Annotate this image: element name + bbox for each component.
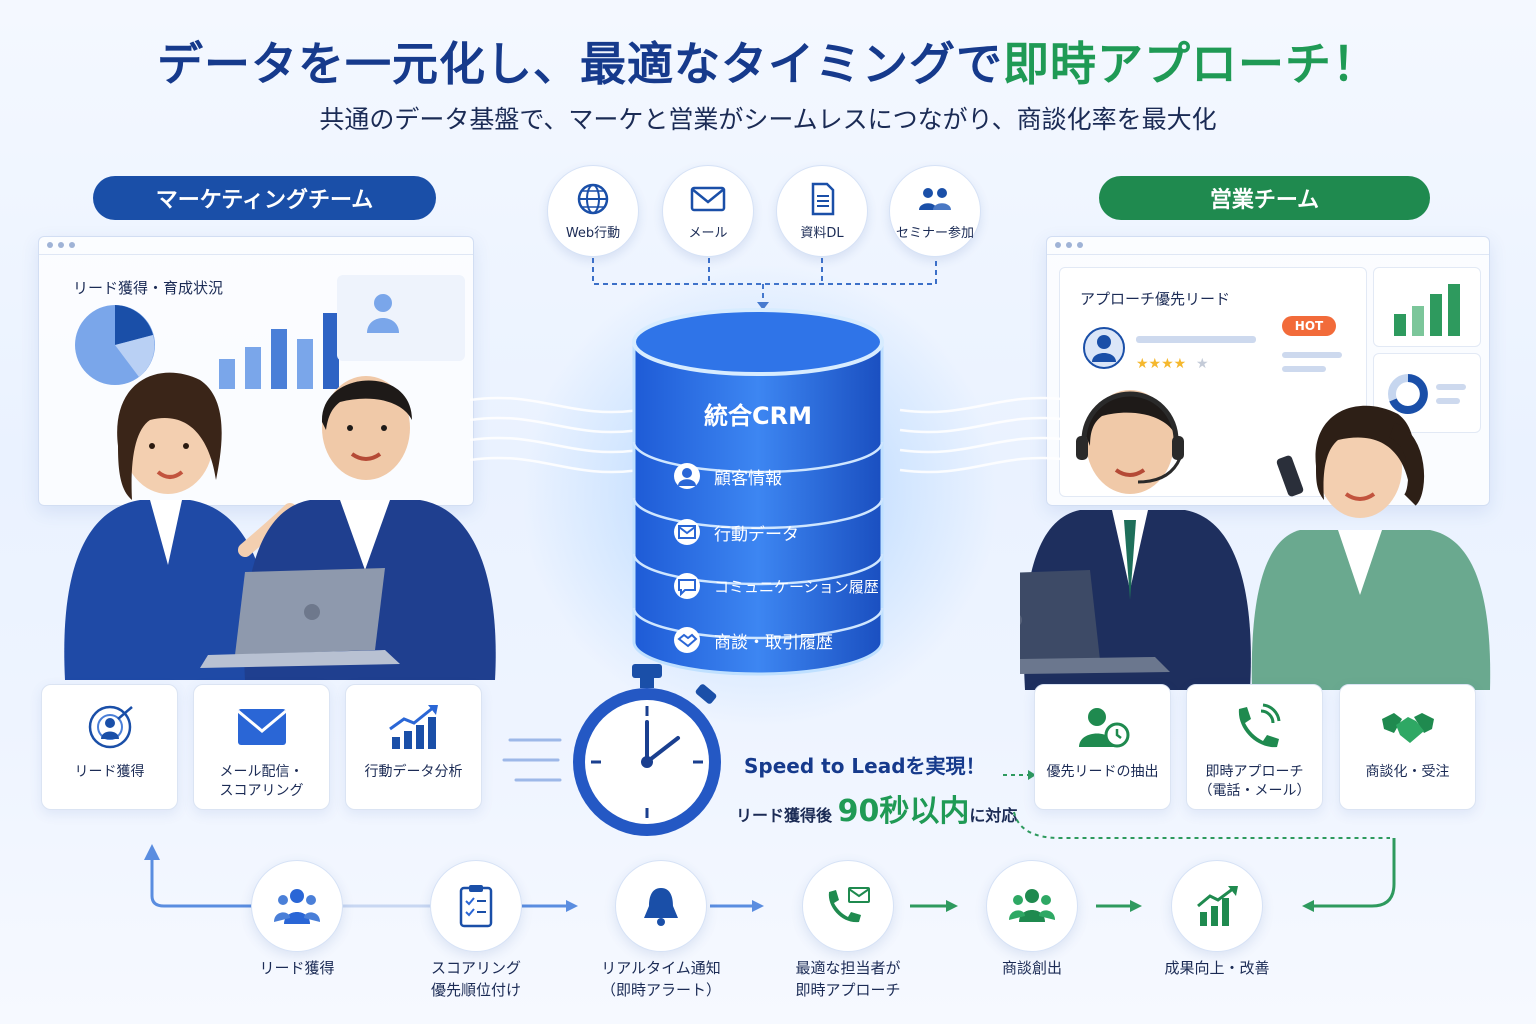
speed-prefix: リード獲得後	[736, 806, 833, 825]
speed-to-lead-detail: リード獲得後 90秒以内に対応	[736, 786, 1017, 830]
handshake-icon	[1381, 713, 1434, 743]
flow-step-notify	[615, 860, 707, 952]
headline-highlight: 即時アプローチ！	[1003, 37, 1379, 91]
source-seminar: セミナー参加	[889, 165, 981, 257]
bell-icon	[644, 888, 678, 926]
phone-mail-icon	[828, 887, 870, 923]
headline: データを一元化し、最適なタイミングで即時アプローチ！	[0, 28, 1536, 94]
marketing-team-illustration	[64, 372, 496, 680]
crm-layer-behavior: 行動データ	[672, 514, 892, 550]
svg-text:★: ★	[1196, 356, 1209, 372]
speed-highlight: 90秒以内	[837, 794, 970, 829]
speed-suffix: に対応	[969, 806, 1018, 825]
source-document: 資料DL	[776, 165, 868, 257]
svg-text:★★★★: ★★★★	[1136, 356, 1186, 372]
card-label: 即時アプローチ （電話・メール）	[1198, 764, 1311, 799]
group-icon	[274, 889, 320, 924]
crm-title: 統合CRM	[704, 402, 812, 430]
source-label: 資料DL	[800, 225, 844, 241]
flow-label: リード獲得	[259, 959, 335, 977]
source-label: Web行動	[565, 225, 621, 241]
marketing-card-analysis: 行動データ分析	[345, 684, 482, 810]
phone-icon	[1238, 703, 1280, 748]
flow-step-approach	[802, 860, 894, 952]
person-icon	[674, 463, 700, 489]
crm-layer-customer: 顧客情報	[672, 458, 892, 494]
marketing-team-label: マーケティングチーム	[93, 176, 436, 220]
profile-panel	[337, 275, 465, 361]
headline-main: データを一元化し、最適なタイミングで	[157, 37, 1003, 91]
dashboard-title: アプローチ優先リード	[1080, 290, 1231, 308]
sales-team-label: 営業チーム	[1099, 176, 1430, 220]
crm-layer-label: 商談・取引履歴	[714, 632, 833, 653]
sales-card-deal: 商談化・受注	[1339, 684, 1476, 810]
crm-layer-deals: 商談・取引履歴	[672, 622, 892, 658]
flow-step-growth	[1171, 860, 1263, 952]
handshake-icon	[674, 627, 700, 653]
globe-icon	[577, 183, 609, 214]
card-label: 行動データ分析	[364, 764, 463, 780]
data-flow-lines	[469, 396, 1071, 474]
lead-row: ★★★★★	[1083, 327, 1256, 372]
sales-team-illustration	[1020, 390, 1491, 690]
process-flow-arrows	[144, 838, 1396, 912]
crm-layer-label: コミュニケーション履歴	[714, 577, 879, 596]
hot-badge: HOT	[1282, 316, 1336, 336]
source-label: メール	[688, 225, 728, 241]
subheadline: 共通のデータ基盤で、マーケと営業がシームレスにつながり、商談化率を最大化	[319, 105, 1217, 134]
crm-layer-label: 顧客情報	[714, 468, 782, 489]
card-label: 商談化・受注	[1365, 764, 1450, 780]
source-mail: メール	[662, 165, 754, 257]
sales-card-priority: 優先リードの抽出	[1034, 684, 1171, 810]
sales-dashboard: アプローチ優先リード HOT ★★★★★	[1046, 236, 1490, 506]
pie-and-bar-chart-icon	[75, 305, 339, 389]
window-controls	[39, 237, 473, 255]
flow-label: スコアリング 優先順位付け	[430, 959, 521, 999]
card-label: メール配信・ スコアリング	[219, 764, 304, 799]
crm-layer-communication: コミュニケーション履歴	[672, 568, 892, 604]
flow-label: リアルタイム通知 （即時アラート）	[600, 959, 721, 999]
flow-label: 成果向上・改善	[1164, 959, 1270, 977]
sales-card-approach: 即時アプローチ （電話・メール）	[1186, 684, 1323, 810]
person-clock-icon	[1078, 708, 1129, 748]
flow-step-meeting	[986, 860, 1078, 952]
clipboard-icon	[459, 885, 493, 928]
flow-label: 最適な担当者が 即時アプローチ	[795, 959, 901, 999]
envelope-icon	[236, 709, 287, 745]
mail-icon	[674, 519, 700, 545]
people-icon	[919, 187, 951, 210]
bar-chart-icon	[1394, 284, 1460, 336]
document-icon	[811, 182, 835, 215]
stopwatch-icon	[502, 664, 721, 836]
source-label: セミナー参加	[895, 225, 974, 241]
crm-layer-label: 行動データ	[714, 524, 799, 545]
dashboard-title: リード獲得・育成状況	[73, 279, 224, 297]
card-label: リード獲得	[74, 764, 145, 780]
flow-step-lead	[251, 860, 343, 952]
flow-step-scoring	[430, 860, 522, 952]
window-controls	[1047, 237, 1489, 255]
source-web: Web行動	[547, 165, 639, 257]
growth-chart-icon	[388, 705, 438, 749]
marketing-card-lead: リード獲得	[41, 684, 178, 810]
growth-icon	[1197, 886, 1238, 926]
user-icon	[367, 294, 399, 333]
meeting-icon	[1009, 889, 1055, 922]
speed-to-lead-title: Speed to Leadを実現！	[744, 754, 986, 778]
speed-connector	[1003, 770, 1390, 839]
marketing-card-email: メール配信・ スコアリング	[193, 684, 330, 810]
flow-label: 商談創出	[1001, 959, 1062, 977]
card-label: 優先リードの抽出	[1046, 764, 1159, 780]
bar-chart-panel	[1373, 267, 1481, 347]
chat-icon	[674, 573, 700, 599]
marketing-dashboard: リード獲得・育成状況	[38, 236, 474, 506]
mail-icon	[690, 186, 726, 211]
target-person-icon	[88, 705, 133, 749]
donut-chart-icon	[1388, 374, 1466, 414]
